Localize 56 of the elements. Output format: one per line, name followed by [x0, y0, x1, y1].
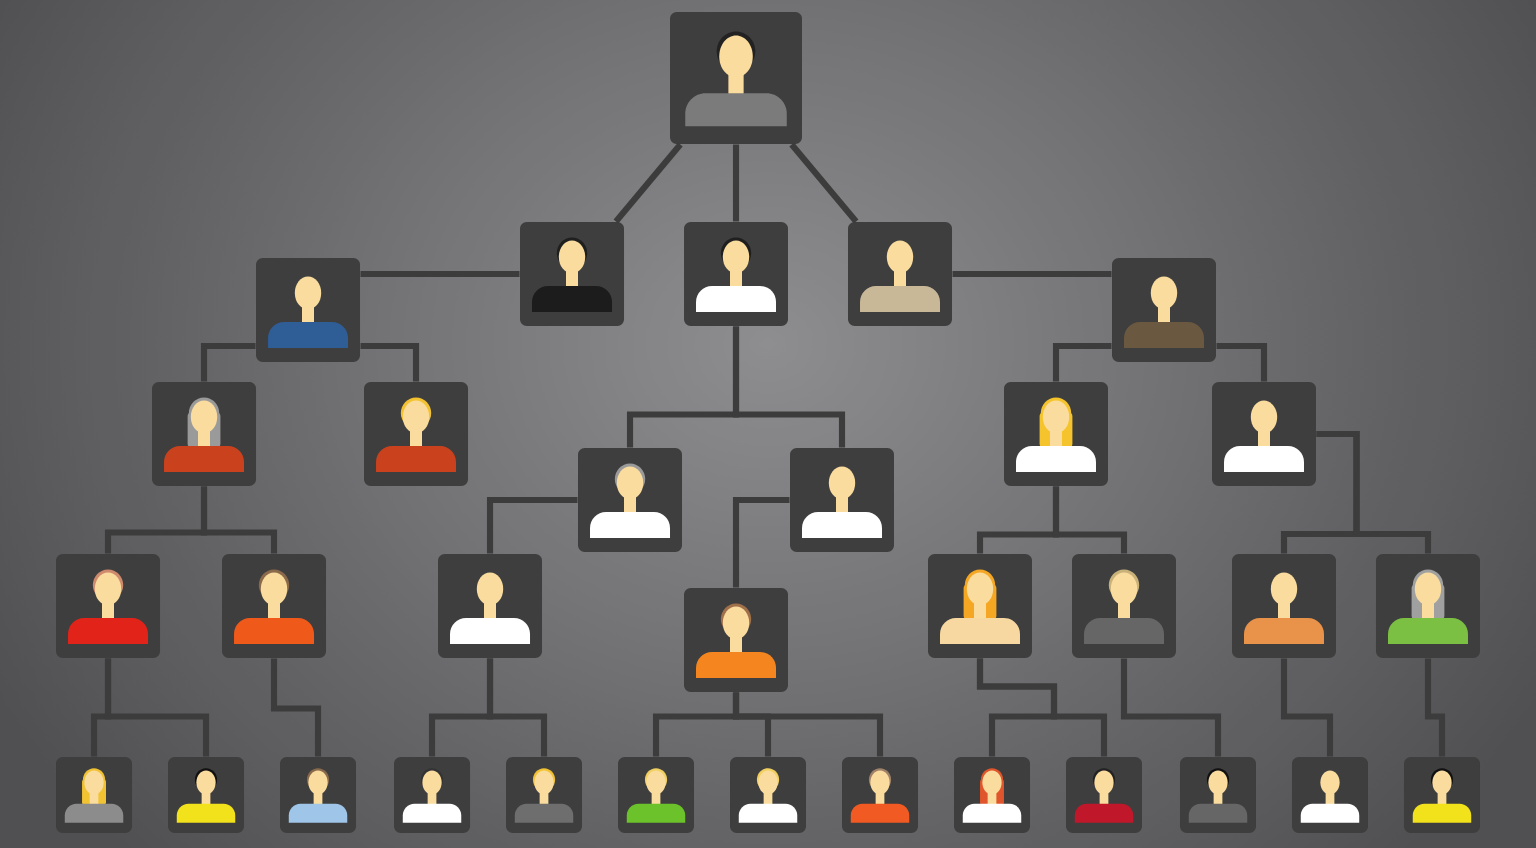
avatar-tile: [842, 757, 918, 833]
connector-line: [1052, 342, 1112, 382]
avatar-tile: [928, 554, 1032, 658]
connector-line: [200, 486, 278, 554]
connector-line: [732, 144, 740, 222]
connector-line: [613, 142, 683, 224]
connector-line: [1316, 430, 1432, 554]
avatar-tile: [1376, 554, 1480, 658]
connector-line: [104, 658, 210, 757]
avatar-tile: [684, 588, 788, 692]
avatar-tile: [280, 757, 356, 833]
avatar-tile: [1292, 757, 1368, 833]
avatar-tile: [1404, 757, 1480, 833]
avatar-tile: [1066, 757, 1142, 833]
connector-line: [1216, 342, 1268, 382]
connector-line: [360, 342, 420, 382]
connector-line: [952, 270, 1112, 278]
avatar-tile: [618, 757, 694, 833]
connector-line: [360, 270, 520, 278]
avatar-tile: [684, 222, 788, 326]
avatar-tile: [56, 554, 160, 658]
avatar-tile: [364, 382, 468, 486]
connector-line: [486, 658, 548, 757]
avatar-tile: [1232, 554, 1336, 658]
avatar-tile: [1112, 258, 1216, 362]
avatar-tile: [578, 448, 682, 552]
avatar-tile: [520, 222, 624, 326]
avatar-tile: [954, 757, 1030, 833]
connector-line: [1052, 486, 1128, 554]
connector-line: [732, 496, 790, 588]
connector-line: [732, 692, 884, 757]
avatar-tile: [506, 757, 582, 833]
avatar-tile: [56, 757, 132, 833]
connector-line: [200, 342, 256, 382]
avatar-tile: [1212, 382, 1316, 486]
avatar-tile: [670, 12, 802, 144]
connector-line: [732, 326, 846, 448]
avatar-tile: [1004, 382, 1108, 486]
avatar-tile: [790, 448, 894, 552]
avatar-tile: [848, 222, 952, 326]
avatar-tile: [152, 382, 256, 486]
avatar-tile: [394, 757, 470, 833]
connector-line: [270, 658, 322, 757]
avatar-tile: [438, 554, 542, 658]
connector-line: [789, 142, 859, 224]
connector-line: [486, 496, 578, 554]
connector-line: [1280, 658, 1334, 757]
avatar-tile: [1072, 554, 1176, 658]
avatar-tile: [1180, 757, 1256, 833]
connector-line: [976, 658, 1108, 757]
connector-line: [1424, 658, 1446, 757]
connector-line: [1120, 658, 1222, 757]
avatar-tile: [222, 554, 326, 658]
avatar-tile: [256, 258, 360, 362]
avatar-tile: [168, 757, 244, 833]
avatar-tile: [730, 757, 806, 833]
